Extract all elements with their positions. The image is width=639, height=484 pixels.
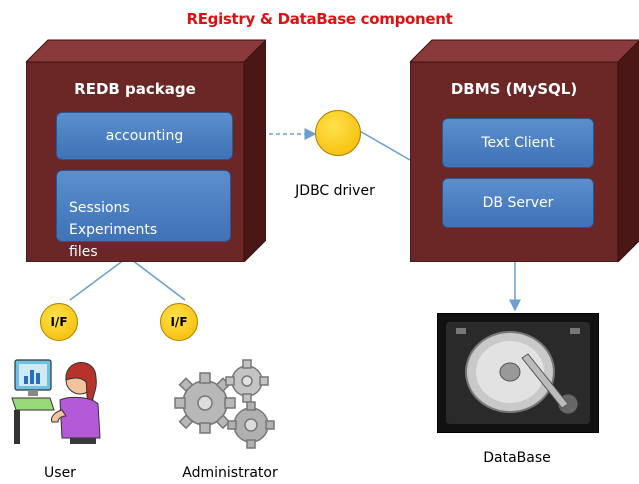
administrator-label: Administrator [182, 465, 278, 481]
diagram-title: REgistry & DataBase component [186, 10, 453, 28]
text-client-label: Text Client [481, 135, 555, 151]
admin-interface-circle[interactable]: I/F [160, 303, 198, 341]
redb-to-interfaces-connector-right [127, 256, 186, 301]
jdbc-driver-label: JDBC driver [295, 183, 375, 199]
accounting-component[interactable]: accounting [56, 112, 233, 160]
db-server-label: DB Server [482, 195, 554, 211]
user-at-computer-icon [11, 359, 101, 444]
dbms-label: DBMS (MySQL) [450, 80, 578, 98]
gear-icon [174, 372, 236, 434]
hard-drive-icon [446, 322, 590, 424]
user-label: User [44, 465, 76, 481]
redb-to-interfaces-connector-left [69, 256, 129, 301]
sessions-experiments-files-component[interactable]: Sessions Experiments files [56, 170, 231, 260]
accounting-label: accounting [105, 128, 184, 144]
jdbc-to-dbms-connector [357, 129, 411, 161]
jdbc-driver-interface-circle[interactable] [315, 110, 361, 156]
redb-package-node[interactable]: REDB package accounting Sessions Experim… [26, 36, 266, 262]
user-interface-label: I/F [50, 315, 68, 329]
dbms-node[interactable]: DBMS (MySQL) Text Client DB Server [410, 36, 639, 262]
database-label: DataBase [483, 450, 551, 466]
database-harddrive-image [437, 313, 599, 433]
administrator-gears-icon [174, 359, 275, 449]
redb-package-label: REDB package [74, 80, 196, 98]
user-interface-circle[interactable]: I/F [40, 303, 78, 341]
sessions-experiments-files-label: Sessions Experiments files [69, 200, 158, 260]
db-server-component[interactable]: DB Server [442, 178, 594, 228]
gear-icon [225, 359, 269, 403]
gear-icon [227, 401, 275, 449]
text-client-component[interactable]: Text Client [442, 118, 594, 168]
admin-interface-label: I/F [170, 315, 188, 329]
